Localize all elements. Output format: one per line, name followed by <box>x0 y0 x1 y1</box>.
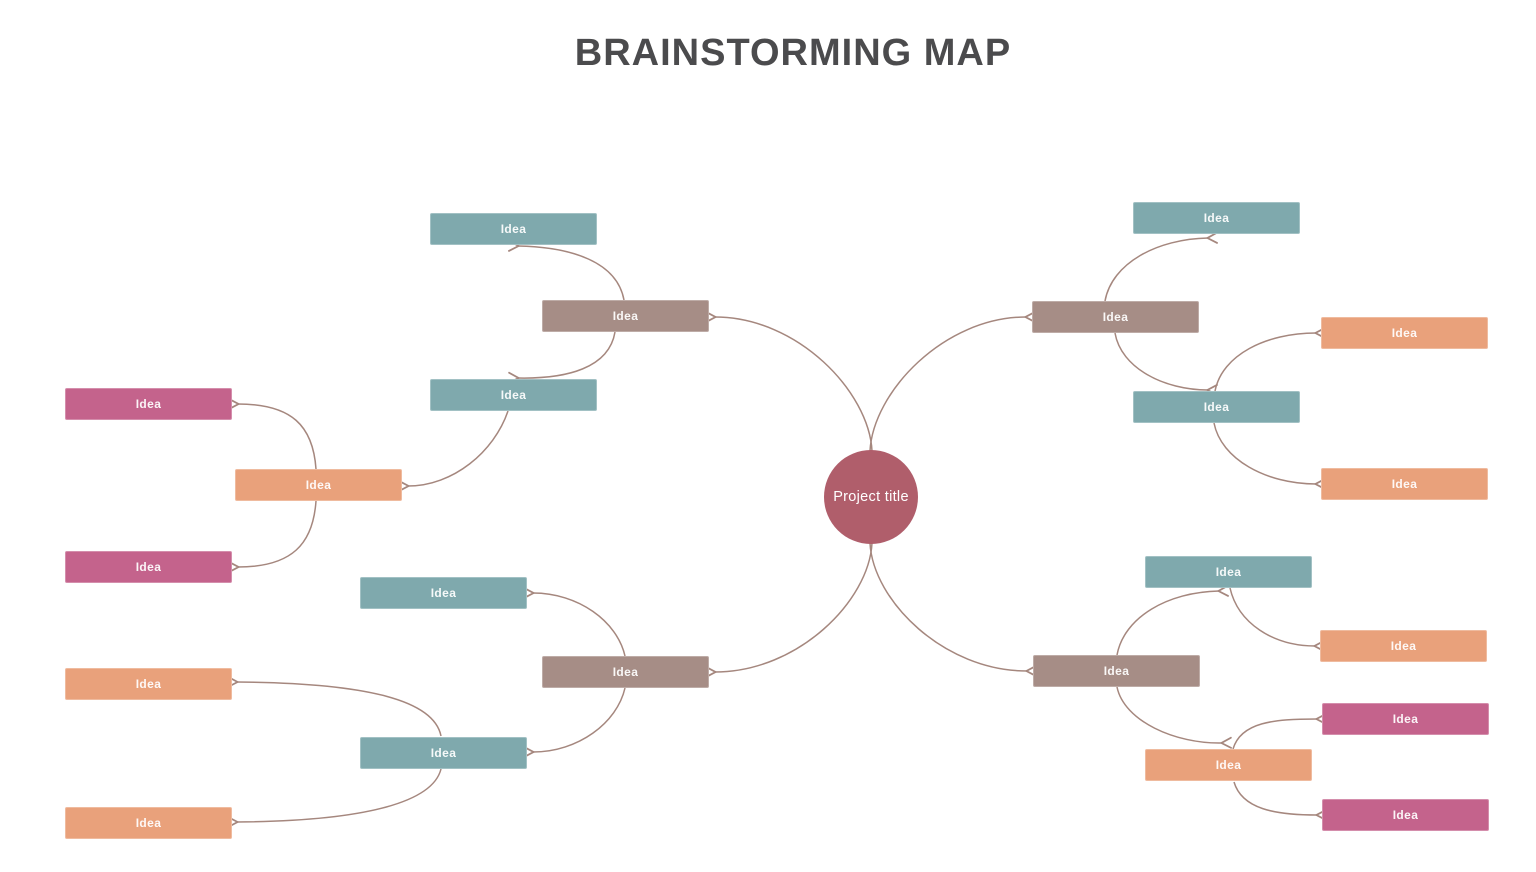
idea-node-br_orangeR[interactable]: Idea <box>1320 630 1487 662</box>
idea-node-ul_pink2[interactable]: Idea <box>65 551 232 583</box>
idea-node-ul_teal2[interactable]: Idea <box>430 379 597 411</box>
idea-node-bl_orange2[interactable]: Idea <box>65 807 232 839</box>
idea-node-ur_teal2[interactable]: Idea <box>1133 391 1300 423</box>
connector-center-to-bl_mauve <box>705 542 873 678</box>
connector-ur_teal2-to-ur_orange2 <box>1213 422 1326 490</box>
idea-node-br_orangeM[interactable]: Idea <box>1145 749 1312 781</box>
connector-bl_teal2-to-bl_orange1 <box>227 675 442 737</box>
idea-node-br_teal1[interactable]: Idea <box>1145 556 1312 588</box>
idea-node-ul_orange[interactable]: Idea <box>235 469 402 501</box>
idea-node-ur_mauve[interactable]: Idea <box>1032 301 1199 333</box>
connector-center-to-ur_mauve <box>869 311 1036 452</box>
connector-ul_teal2-to-ul_orange <box>398 410 509 492</box>
idea-node-bl_teal2[interactable]: Idea <box>360 737 527 769</box>
idea-node-br_pink2[interactable]: Idea <box>1322 799 1489 831</box>
connector-ul_orange-to-ul_pink2 <box>228 500 317 573</box>
connector-center-to-ul_mauve <box>705 311 873 452</box>
connector-br_orangeM-to-br_pink1 <box>1232 713 1327 750</box>
connector-br_orangeM-to-br_pink2 <box>1233 781 1327 821</box>
idea-node-ul_mauve[interactable]: Idea <box>542 300 709 332</box>
idea-node-br_mauve[interactable]: Idea <box>1033 655 1200 687</box>
connector-br_teal1-to-br_orangeR <box>1229 587 1325 652</box>
idea-node-ur_orange2[interactable]: Idea <box>1321 468 1488 500</box>
connector-ul_orange-to-ul_pink1 <box>228 398 317 470</box>
connector-bl_teal2-to-bl_orange2 <box>227 768 442 829</box>
connector-bl_mauve-to-bl_teal2 <box>523 687 626 758</box>
connector-ur_teal2-to-ur_orange1 <box>1214 327 1326 392</box>
idea-node-ul_pink1[interactable]: Idea <box>65 388 232 420</box>
connector-br_mauve-to-br_teal1 <box>1116 584 1229 656</box>
connector-ul_mauve-to-ul_teal2 <box>507 331 616 384</box>
connector-bl_mauve-to-bl_teal1 <box>523 587 626 657</box>
idea-node-bl_teal1[interactable]: Idea <box>360 577 527 609</box>
idea-node-ul_teal1[interactable]: Idea <box>430 213 597 245</box>
idea-node-ur_orange1[interactable]: Idea <box>1321 317 1488 349</box>
connector-center-to-br_mauve <box>869 542 1037 677</box>
project-title-node[interactable]: Project title <box>824 450 918 544</box>
idea-node-br_pink1[interactable]: Idea <box>1322 703 1489 735</box>
idea-node-ur_teal1[interactable]: Idea <box>1133 202 1300 234</box>
idea-node-bl_orange1[interactable]: Idea <box>65 668 232 700</box>
page-title: BRAINSTORMING MAP <box>574 32 1012 74</box>
connector-br_mauve-to-br_orangeM <box>1116 686 1233 749</box>
connector-ur_mauve-to-ur_teal1 <box>1104 231 1218 302</box>
idea-node-bl_mauve[interactable]: Idea <box>542 656 709 688</box>
connector-ur_mauve-to-ur_teal2 <box>1114 332 1218 396</box>
connector-ul_mauve-to-ul_teal1 <box>508 239 625 301</box>
